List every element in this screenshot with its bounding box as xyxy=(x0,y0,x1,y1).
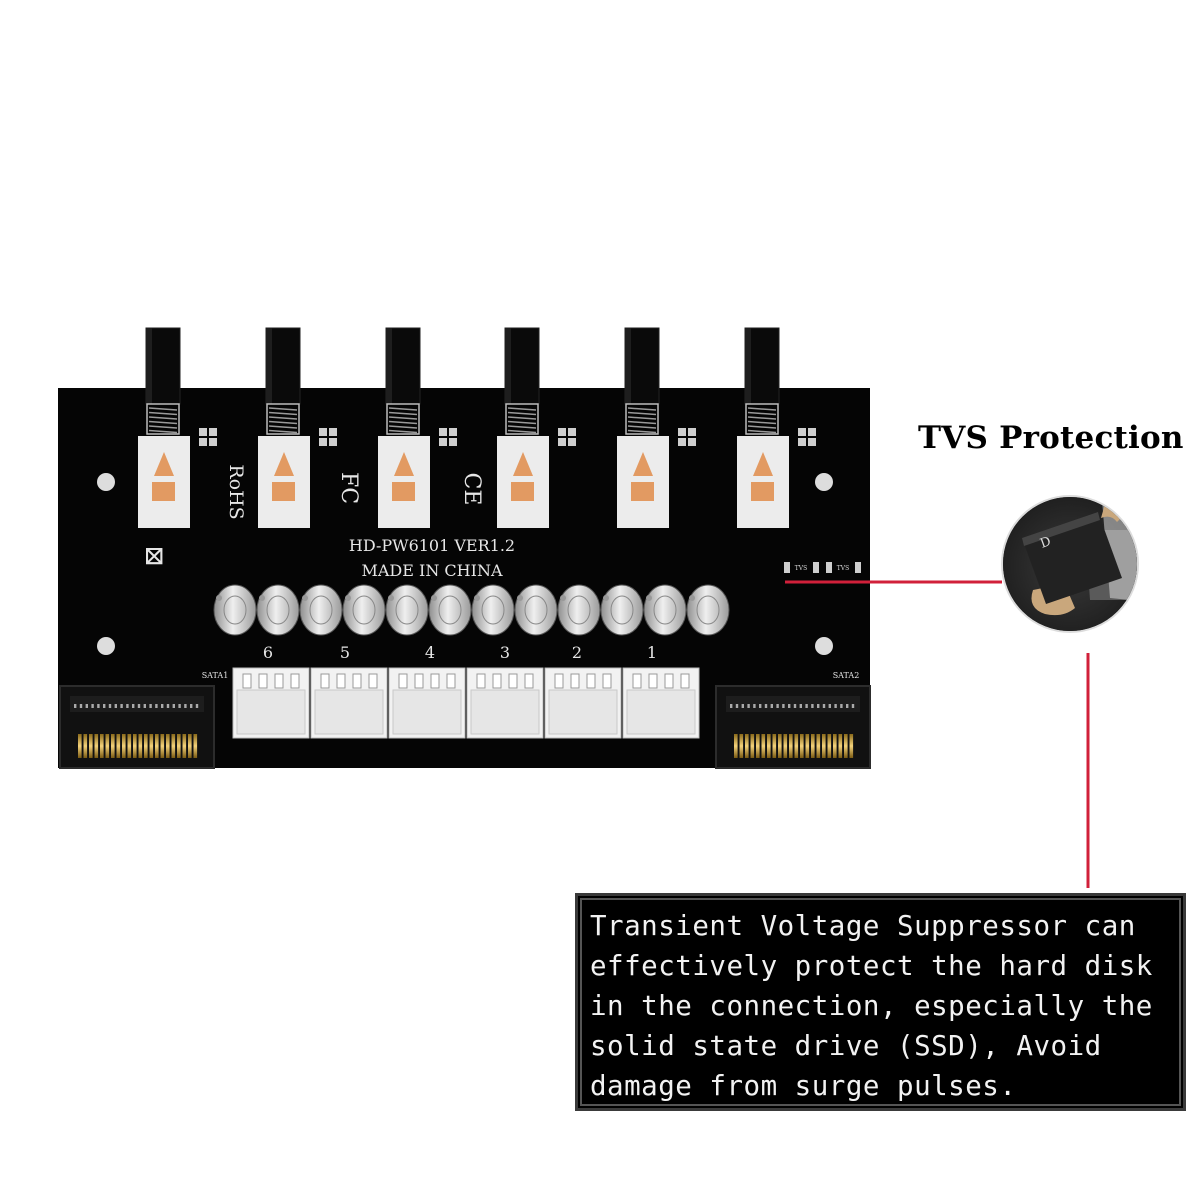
power-switch xyxy=(258,327,337,528)
capacitor xyxy=(299,584,343,636)
port-number-label: 5 xyxy=(340,643,350,662)
fan-header-connector xyxy=(232,667,310,739)
sata1-label: SATA1 xyxy=(202,671,229,680)
port-number-label: 3 xyxy=(500,643,510,662)
weee-mark: ⊠ xyxy=(139,545,169,567)
capacitor xyxy=(256,584,300,636)
sata-connector xyxy=(59,685,215,769)
capacitor xyxy=(600,584,644,636)
mounting-hole xyxy=(97,637,115,655)
board-origin-label: MADE IN CHINA xyxy=(361,561,502,580)
mounting-hole xyxy=(815,637,833,655)
fan-header-connector xyxy=(544,667,622,739)
tvs-chip-zoom: D xyxy=(1001,495,1139,633)
tvs-diode-components: TVS TVS xyxy=(784,562,861,573)
fc-mark: FC xyxy=(336,472,361,504)
power-switch xyxy=(497,327,576,528)
capacitor xyxy=(342,584,386,636)
callout-pointer xyxy=(785,580,1090,888)
description-box: Transient Voltage Suppressor can effecti… xyxy=(575,893,1186,1111)
tvs-label: TVS xyxy=(837,565,849,572)
capacitor xyxy=(471,584,515,636)
capacitor xyxy=(686,584,730,636)
rohs-mark: RoHS xyxy=(225,464,247,519)
fan-header-connector xyxy=(622,667,700,739)
capacitor xyxy=(428,584,472,636)
callout-title: TVS Protection xyxy=(918,420,1184,456)
board-model-label: HD-PW6101 VER1.2 xyxy=(349,536,515,555)
fan-header-connector xyxy=(310,667,388,739)
power-switch xyxy=(737,327,816,528)
capacitor xyxy=(557,584,601,636)
capacitor xyxy=(213,584,257,636)
port-number-label: 6 xyxy=(263,643,273,662)
capacitor xyxy=(385,584,429,636)
fan-header-connector xyxy=(466,667,544,739)
port-number-label: 1 xyxy=(647,643,657,662)
power-switch xyxy=(138,327,217,528)
tvs-label: TVS xyxy=(795,565,807,572)
mounting-hole xyxy=(815,473,833,491)
capacitor xyxy=(514,584,558,636)
fan-header-connector xyxy=(388,667,466,739)
port-number-label: 4 xyxy=(425,643,435,662)
power-switch xyxy=(378,327,457,528)
port-number-label: 2 xyxy=(572,643,582,662)
capacitor xyxy=(643,584,687,636)
ce-mark: CE xyxy=(459,473,484,506)
description-text: Transient Voltage Suppressor can effecti… xyxy=(590,910,1153,1102)
sata-connector xyxy=(715,685,871,769)
chip-mark: D xyxy=(1038,534,1053,552)
sata2-label: SATA2 xyxy=(833,671,860,680)
power-switch xyxy=(617,327,696,528)
mounting-hole xyxy=(97,473,115,491)
